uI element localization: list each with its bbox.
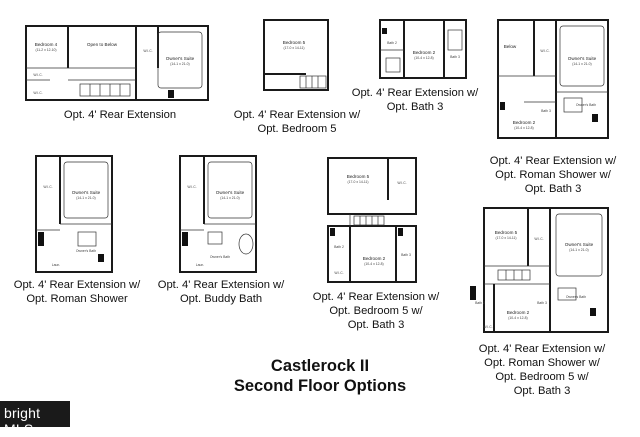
caption-rear-extension: Opt. 4' Rear Extension: [63, 109, 177, 121]
floor-plan-roman-shower-bedroom-5-bath-3: Bedroom 5 (17-0 x 14-11) W.I.C. Owner's …: [462, 206, 612, 338]
room-label-bedroom-2: Bedroom 2: [413, 50, 436, 55]
room-label-wic-10: W.I.C.: [483, 325, 492, 329]
room-label-open-below-partial: Below: [504, 44, 517, 49]
room-label-bedroom-4: Bedroom 4: [35, 42, 58, 47]
floor-plan-rear-extension: Bedroom 4 (11-2 x 12-10) Open to Below W…: [8, 18, 230, 106]
bright-mls-watermark: bright MLS: [0, 401, 70, 437]
floor-plan-bedroom-5-bath-3: Bedroom 5 (17-0 x 14-11) W.I.C. Bath 2 B…: [320, 156, 420, 284]
floor-plan-buddy-bath: W.I.C. Owner's Suite (14-1 x 21-0) Owner…: [178, 154, 260, 276]
room-size-bedroom-4: (11-2 x 12-10): [35, 48, 56, 52]
room-size-bedroom-2-c: (10-4 x 12-8): [364, 262, 383, 266]
room-size-owners-suite-3: (14-1 x 21-0): [76, 196, 95, 200]
room-size-owners-suite-4: (14-1 x 21-0): [220, 196, 239, 200]
room-size-bedroom-2: (10-4 x 12-8): [414, 56, 433, 60]
room-label-bedroom-5: Bedroom 5: [283, 40, 306, 45]
room-size-owners-suite-2: (14-1 x 21-0): [572, 62, 591, 66]
room-label-owners-bath: Owner's Bath: [576, 103, 596, 107]
room-label-wic-6: W.I.C.: [187, 185, 196, 189]
title-line-2: Second Floor Options: [233, 377, 407, 395]
room-label-wic-8: W.I.C.: [334, 271, 343, 275]
room-label-bedroom-2-b: Bedroom 2: [513, 120, 536, 125]
title-line-1: Castlerock II: [270, 357, 370, 375]
room-size-bedroom-2-d: (10-4 x 12-8): [508, 316, 527, 320]
room-label-wic-9: W.I.C.: [534, 237, 543, 241]
room-label-bath-2-c: Bath 2: [475, 301, 485, 305]
floor-plan-roman-shower: W.I.C. Owner's Suite (14-1 x 21-0) Owner…: [34, 154, 116, 276]
room-label-owners-bath-3: Owner's Bath: [210, 255, 230, 259]
room-label-owners-bath-2: Owner's Bath: [76, 249, 96, 253]
room-label-owners-suite: Owner's Suite: [166, 56, 195, 61]
room-size-bedroom-5-c: (17-0 x 14-11): [495, 236, 516, 240]
room-label-owners-bath-4: Owner's Bath: [566, 295, 586, 299]
floor-plan-bath-3: Bath 2 Bedroom 2 (10-4 x 12-8) Bath 3: [372, 16, 472, 84]
room-size-bedroom-5-b: (17-0 x 14-11): [347, 180, 368, 184]
room-label-wic-4: W.I.C.: [540, 49, 549, 53]
page-title: Castlerock II Second Floor Options: [205, 356, 435, 396]
room-label-bath-3-b: Bath 3: [541, 109, 551, 113]
room-label-bath-2: Bath 2: [387, 41, 397, 45]
room-size-bedroom-5: (17-0 x 14-11): [283, 46, 304, 50]
room-label-bath-2-b: Bath 2: [334, 245, 344, 249]
room-size-owners-suite: (14-1 x 21-0): [170, 62, 189, 66]
room-label-bedroom-5-c: Bedroom 5: [495, 230, 518, 235]
room-label-laundry-2: Laun.: [196, 263, 205, 267]
room-size-bedroom-2-b: (10-4 x 12-8): [514, 126, 533, 130]
room-label-owners-suite-5: Owner's Suite: [565, 242, 594, 247]
watermark-text: bright MLS: [4, 405, 41, 437]
room-label-bath-3-c: Bath 3: [401, 253, 411, 257]
room-label-owners-suite-3: Owner's Suite: [72, 190, 101, 195]
room-label-wic: W.I.C.: [143, 49, 152, 53]
caption-bath-3: Opt. 4' Rear Extension w/ Opt. Bath 3: [351, 87, 479, 113]
room-label-bath-3: Bath 3: [450, 55, 460, 59]
room-label-bath-3-d: Bath 3: [537, 301, 547, 305]
room-label-bedroom-2-d: Bedroom 2: [507, 310, 530, 315]
caption-roman-shower-bath-3: Opt. 4' Rear Extension w/ Opt. Roman Sho…: [489, 155, 617, 195]
caption-bedroom-5: Opt. 4' Rear Extension w/ Opt. Bedroom 5: [233, 109, 361, 135]
room-label-wic-2: W.I.C.: [33, 73, 42, 77]
caption-buddy-bath: Opt. 4' Rear Extension w/ Opt. Buddy Bat…: [157, 279, 285, 305]
room-label-wic-7: W.I.C.: [397, 181, 406, 185]
caption-roman-shower: Opt. 4' Rear Extension w/ Opt. Roman Sho…: [13, 279, 141, 305]
floor-plan-roman-shower-bath-3: Below W.I.C. Owner's Suite (14-1 x 21-0)…: [494, 18, 614, 146]
caption-bedroom-5-bath-3: Opt. 4' Rear Extension w/ Opt. Bedroom 5…: [312, 291, 440, 331]
room-label-owners-suite-2: Owner's Suite: [568, 56, 597, 61]
room-label-laundry: Laun.: [52, 263, 61, 267]
room-label-wic-3: W.I.C.: [33, 91, 42, 95]
room-label-open-below: Open to Below: [87, 42, 118, 47]
room-label-bedroom-2-c: Bedroom 2: [363, 256, 386, 261]
room-label-wic-5: W.I.C.: [43, 185, 52, 189]
room-label-owners-suite-4: Owner's Suite: [216, 190, 245, 195]
floor-plan-bedroom-5: Bedroom 5 (17-0 x 14-11): [260, 18, 332, 98]
room-size-owners-suite-5: (14-1 x 21-0): [569, 248, 588, 252]
room-label-bedroom-5-b: Bedroom 5: [347, 174, 370, 179]
caption-roman-shower-bedroom-5-bath-3: Opt. 4' Rear Extension w/ Opt. Roman Sho…: [478, 343, 606, 397]
